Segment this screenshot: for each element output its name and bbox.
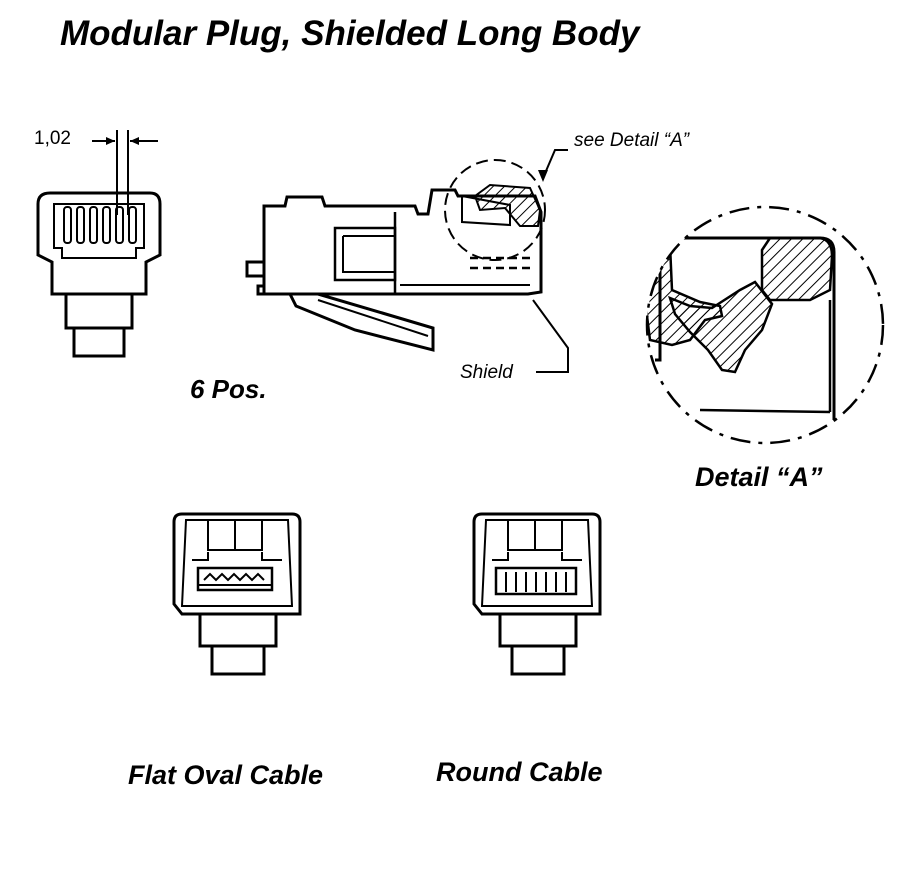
flat-oval-cable-caption: Flat Oval Cable [128, 760, 324, 790]
see-detail-callout: see Detail “A” [574, 130, 690, 151]
shield-callout: Shield [460, 362, 513, 383]
diagram-title: Modular Plug, Shielded Long Body [60, 14, 640, 53]
positions-label: 6 Pos. [190, 374, 267, 404]
detail-a-circle [645, 205, 885, 445]
dimension-label: 1,02 [34, 128, 71, 149]
front-view-plug [36, 130, 162, 358]
flat-oval-cable-plug [172, 512, 302, 676]
round-cable-plug [472, 512, 602, 676]
round-cable-caption: Round Cable [436, 757, 603, 787]
side-view-plug [245, 149, 569, 373]
detail-a-label: Detail “A” [695, 462, 823, 492]
